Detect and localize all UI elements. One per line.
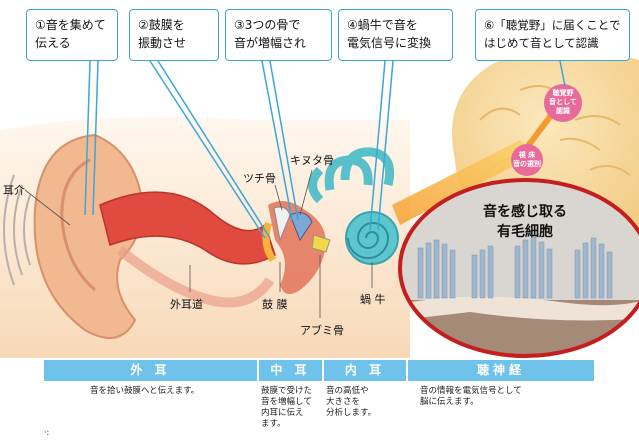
hair-cell-title: 音を感じ取る 有毛細胞 xyxy=(483,204,567,240)
leader-lines xyxy=(84,60,566,239)
section-outer-ear: 外 耳 xyxy=(44,360,257,381)
pinna-shape xyxy=(33,133,144,339)
label-pinna: 耳介 xyxy=(3,184,25,197)
hair-cell-closeup xyxy=(400,180,639,356)
cochlea-spiral xyxy=(347,222,390,259)
auditory-nerve-beam xyxy=(392,140,535,225)
hair-cell-circle-border xyxy=(398,178,639,358)
label-eardrum: 鼓 膜 xyxy=(262,298,288,311)
step-2-vibrate-eardrum: ②鼓膜を 振動させ xyxy=(129,9,219,61)
footnote-mark: ·: xyxy=(44,428,50,437)
stapes-shape xyxy=(311,234,331,253)
ear-canal-shape xyxy=(99,191,276,265)
semicircular-canals xyxy=(308,147,395,204)
step-4-convert-signal: ④蝸牛で音を 電気信号に変換 xyxy=(338,9,453,61)
step-3-amplify: ③3つの骨で 音が増幅され xyxy=(225,9,332,61)
section-auditory-nerve: 聴神経 xyxy=(408,360,594,381)
step-6-recognition: ⑥「聴覚野」に届くことで はじめて音として認識 xyxy=(475,9,630,61)
desc-outer-ear: 音を拾い鼓膜へと伝えます。 xyxy=(90,386,200,396)
cochlea-shape xyxy=(345,211,399,265)
label-incus: キヌタ骨 xyxy=(290,154,334,167)
section-inner-ear: 内 耳 xyxy=(324,360,406,381)
step-1-collect-sound: ①音を集めて 伝える xyxy=(26,9,118,61)
label-cochlea: 蝸 牛 xyxy=(360,293,386,306)
incus-shape xyxy=(289,212,313,242)
section-middle-ear: 中 耳 xyxy=(259,360,322,381)
pinna-inner xyxy=(60,158,96,292)
desc-auditory-nerve: 音の情報を電気信号として 脳に伝えます。 xyxy=(420,386,522,407)
thalamus-node xyxy=(511,144,543,176)
label-stapes: アブミ骨 xyxy=(300,324,344,337)
label-auditory-cortex: 聴覚野 音として 認識 xyxy=(549,89,577,115)
sound-waves xyxy=(3,174,31,286)
auditory-cortex-node xyxy=(544,84,582,122)
label-thalamus: 視 床 音の選別 xyxy=(513,151,541,168)
label-lines xyxy=(24,169,373,318)
desc-middle-ear: 鼓膜で受けた 音を増幅して 内耳に伝え ます。 xyxy=(261,386,313,429)
desc-inner-ear: 音の高低や 大きさを 分析します。 xyxy=(326,386,377,418)
label-ear-canal: 外耳道 xyxy=(170,298,203,311)
label-malleus: ツチ骨 xyxy=(243,172,276,185)
ear-canal-lower xyxy=(116,246,275,308)
